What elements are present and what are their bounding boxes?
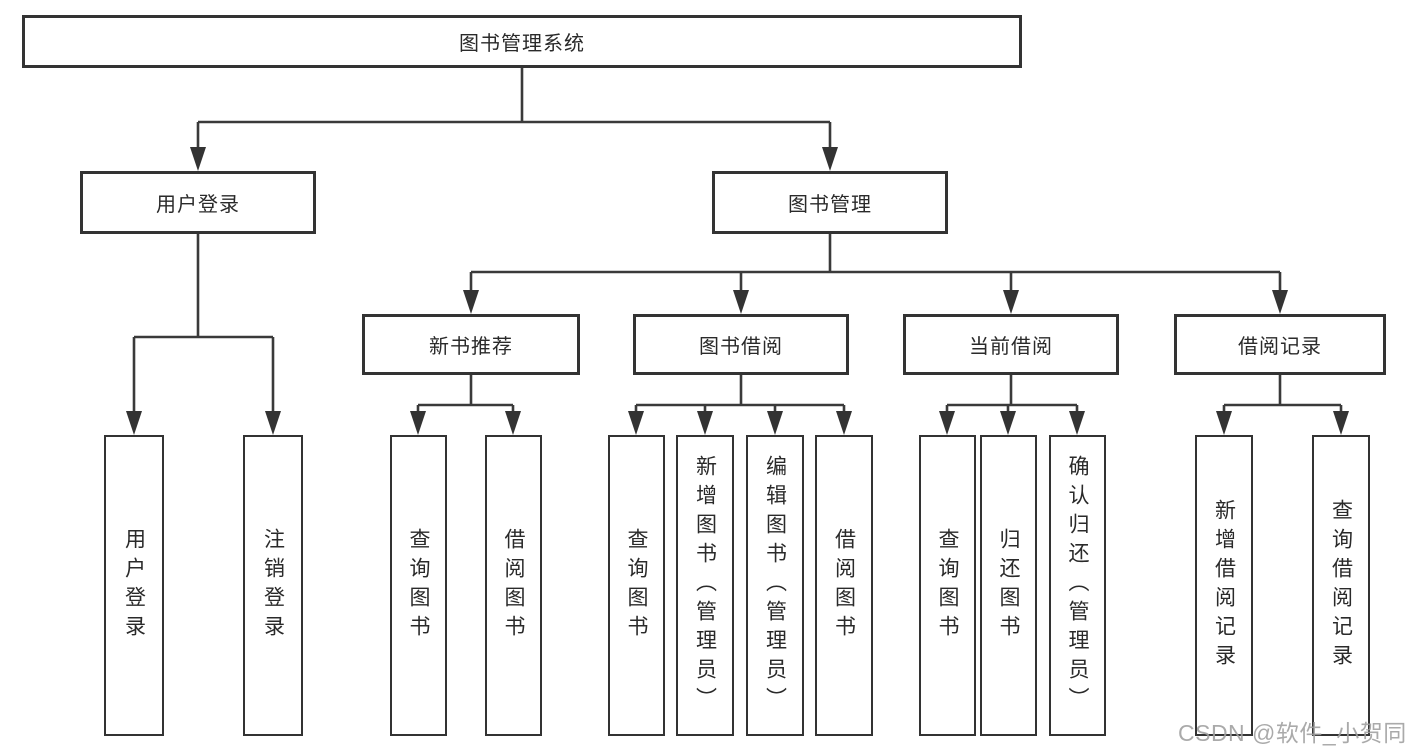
arrowhead — [126, 411, 142, 435]
arrowhead — [505, 411, 521, 435]
node-root-label: 图书管理系统 — [459, 33, 585, 55]
node-leaf-return-books-label: 归还图书 — [997, 527, 1020, 644]
node-leaf-query-books-borrowing: 查询图书 — [608, 435, 665, 736]
node-book-borrowing-label: 图书借阅 — [699, 336, 783, 358]
node-leaf-add-borrow-record: 新增借阅记录 — [1195, 435, 1253, 736]
node-leaf-add-books-admin-label: 新增图书（管理员） — [693, 455, 717, 716]
node-borrowing-records: 借阅记录 — [1174, 314, 1386, 375]
arrowhead — [1216, 411, 1232, 435]
node-leaf-query-books-borrowing-label: 查询图书 — [625, 527, 648, 644]
node-current-borrowing-label: 当前借阅 — [969, 336, 1053, 358]
node-leaf-borrow-books-recommend-label: 借阅图书 — [502, 527, 525, 644]
node-leaf-edit-books-admin-label: 编辑图书（管理员） — [763, 455, 787, 716]
node-book-borrowing: 图书借阅 — [633, 314, 849, 375]
node-leaf-return-books: 归还图书 — [980, 435, 1037, 736]
node-leaf-query-borrow-record-label: 查询借阅记录 — [1329, 498, 1353, 673]
node-leaf-borrow-books-borrowing-label: 借阅图书 — [832, 527, 856, 644]
arrowhead — [410, 411, 426, 435]
node-leaf-borrow-books-borrowing: 借阅图书 — [815, 435, 873, 736]
arrowhead — [836, 411, 852, 435]
arrowhead — [1069, 411, 1085, 435]
connector-records-to-leaves — [1222, 375, 1343, 416]
node-leaf-query-borrow-record: 查询借阅记录 — [1312, 435, 1370, 736]
arrowhead — [190, 147, 206, 171]
node-leaf-user-login-label: 用户登录 — [122, 527, 146, 644]
node-leaf-query-books-recommend: 查询图书 — [390, 435, 447, 736]
node-leaf-query-books-recommend-label: 查询图书 — [407, 527, 430, 644]
node-leaf-borrow-books-recommend: 借阅图书 — [485, 435, 542, 736]
node-new-book-recommend: 新书推荐 — [362, 314, 580, 375]
arrowhead — [822, 147, 838, 171]
connector-currentborrow-to-leaves — [945, 375, 1079, 416]
node-new-book-recommend-label: 新书推荐 — [429, 336, 513, 358]
node-leaf-confirm-return-admin: 确认归还（管理员） — [1049, 435, 1106, 736]
watermark: CSDN @软件_小贺同学 — [1178, 720, 1405, 746]
arrowhead — [628, 411, 644, 435]
node-leaf-add-borrow-record-label: 新增借阅记录 — [1212, 498, 1236, 673]
arrowhead — [939, 411, 955, 435]
arrowhead — [767, 411, 783, 435]
node-borrowing-records-label: 借阅记录 — [1238, 336, 1322, 358]
node-current-borrowing: 当前借阅 — [903, 314, 1119, 375]
connector-lines — [132, 68, 1343, 416]
arrowhead — [1000, 411, 1016, 435]
node-leaf-query-books-current: 查询图书 — [919, 435, 976, 736]
node-leaf-logout: 注销登录 — [243, 435, 303, 736]
node-leaf-confirm-return-admin-label: 确认归还（管理员） — [1066, 455, 1089, 716]
connector-arrowheads — [126, 147, 1349, 435]
arrowhead — [1272, 290, 1288, 314]
node-book-management-label: 图书管理 — [788, 194, 872, 216]
connector-newbook-to-leaves — [416, 375, 515, 416]
arrowhead — [1333, 411, 1349, 435]
arrowhead — [733, 290, 749, 314]
node-leaf-query-books-current-label: 查询图书 — [936, 527, 959, 644]
arrowhead — [463, 290, 479, 314]
node-user-login: 用户登录 — [80, 171, 316, 234]
node-leaf-logout-label: 注销登录 — [261, 527, 285, 644]
node-leaf-edit-books-admin: 编辑图书（管理员） — [746, 435, 804, 736]
connector-bookmgmt-to-level3 — [469, 234, 1282, 295]
arrowhead — [1003, 290, 1019, 314]
node-book-management: 图书管理 — [712, 171, 948, 234]
node-leaf-add-books-admin: 新增图书（管理员） — [676, 435, 734, 736]
arrowhead — [697, 411, 713, 435]
connector-userlogin-to-leaves — [132, 234, 275, 416]
arrowhead — [265, 411, 281, 435]
node-user-login-label: 用户登录 — [156, 194, 240, 216]
connector-root-to-level2 — [196, 68, 832, 152]
node-root: 图书管理系统 — [22, 15, 1022, 68]
connector-bookborrow-to-leaves — [634, 375, 846, 416]
node-leaf-user-login: 用户登录 — [104, 435, 164, 736]
